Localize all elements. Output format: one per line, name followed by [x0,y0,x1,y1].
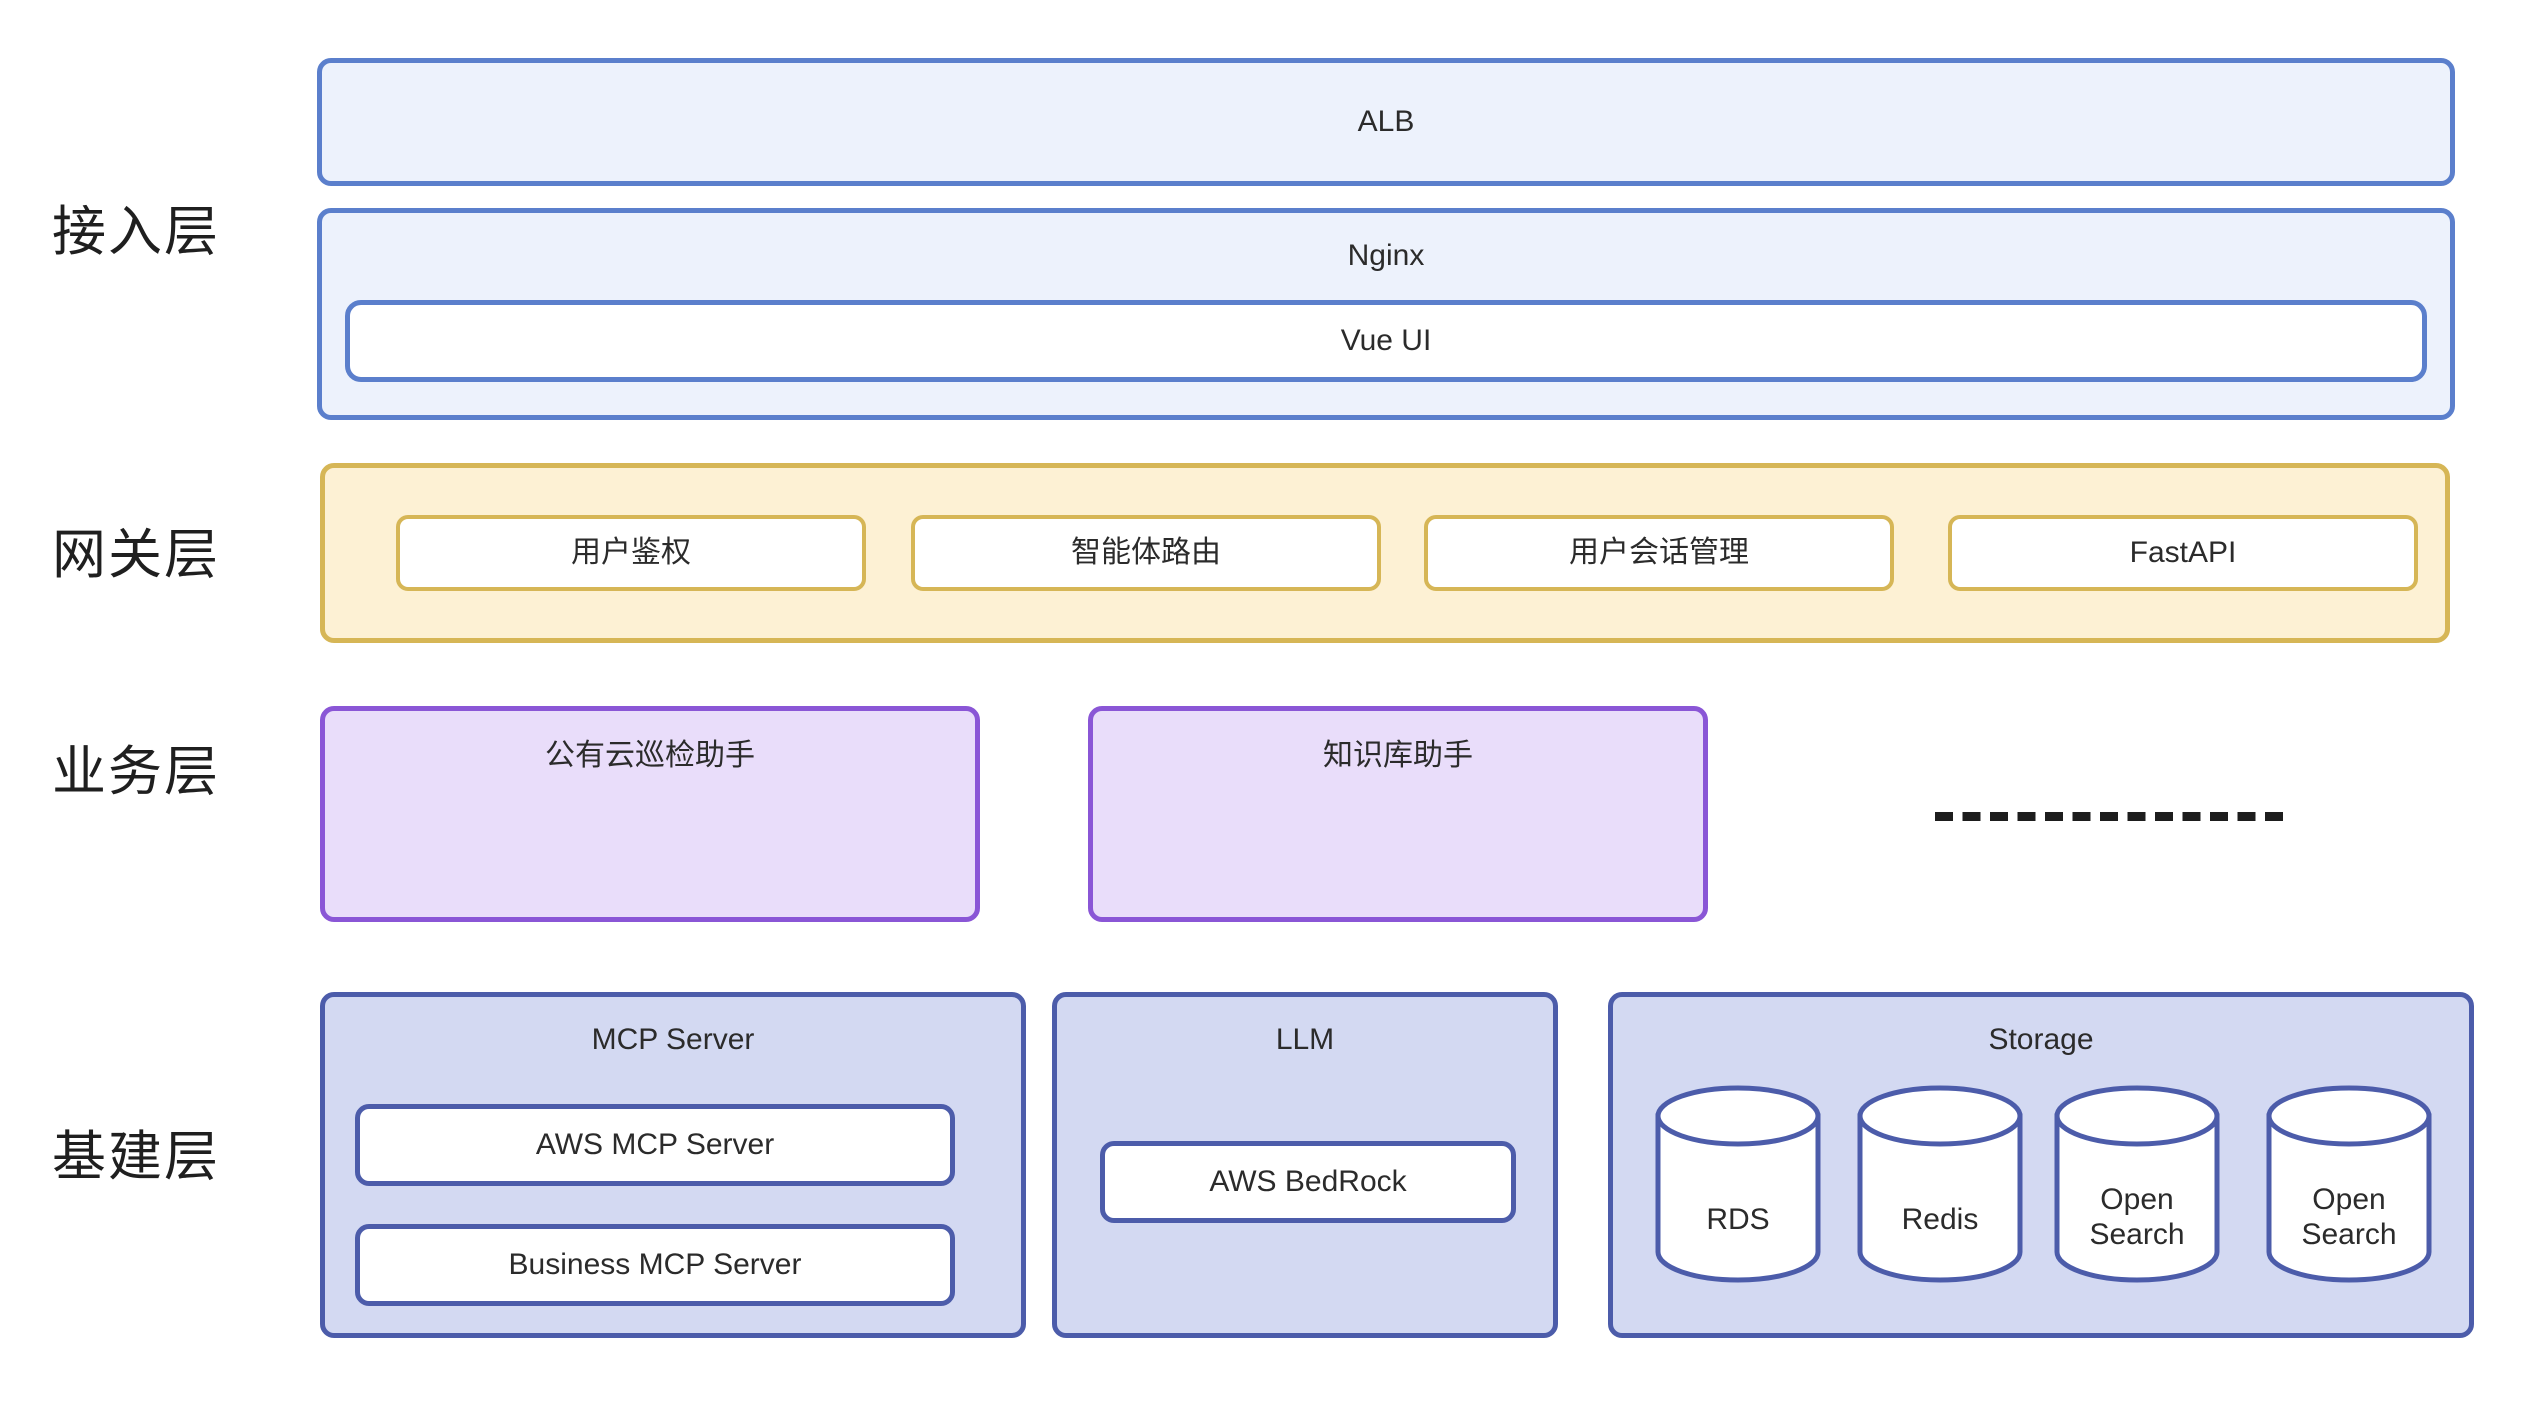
infra-item-label: AWS BedRock [1209,1164,1407,1198]
business-card-label: 知识库助手 [1323,739,1473,772]
infra-group-label: MCP Server [591,1023,755,1056]
gateway-item-label: 用户鉴权 [571,535,691,569]
database-label: Open Search [2089,1183,2185,1252]
gateway-item-user-session-management[interactable]: 用户会话管理 [1424,515,1894,591]
business-card-public-cloud-inspection-assistant[interactable]: 公有云巡检助手 [320,706,980,922]
gateway-item-fastapi[interactable]: FastAPI [1948,515,2418,591]
database-label: Open Search [2301,1183,2397,1252]
infra-item-business-mcp-server[interactable]: Business MCP Server [355,1224,955,1306]
database-cylinder-opensearch-1[interactable]: Open Search [2052,1084,2222,1284]
cylinder-icon [1655,1085,1821,1283]
vue-ui-box[interactable]: Vue UI [345,300,2427,382]
layer-label-gateway: 网关层 [52,525,220,585]
nginx-label: Nginx [1347,239,1425,272]
database-label: RDS [1706,1203,1770,1236]
database-cylinder-rds[interactable]: RDS [1653,1084,1823,1284]
cylinder-icon [2054,1085,2220,1283]
more-services-dashed-line [1935,812,2283,821]
infra-item-aws-bedrock[interactable]: AWS BedRock [1100,1141,1516,1223]
infra-group-label: Storage [1988,1023,2094,1056]
infra-item-label: Business MCP Server [508,1247,802,1281]
database-cylinder-opensearch-2[interactable]: Open Search [2264,1084,2434,1284]
business-card-knowledge-base-assistant[interactable]: 知识库助手 [1088,706,1708,922]
infra-group-label: LLM [1275,1023,1335,1056]
alb-label: ALB [1357,104,1415,138]
infra-item-aws-mcp-server[interactable]: AWS MCP Server [355,1104,955,1186]
database-label: Redis [1901,1203,1979,1236]
business-card-label: 公有云巡检助手 [545,739,755,772]
gateway-item-label: FastAPI [2129,535,2237,569]
vue-ui-label: Vue UI [1340,323,1432,357]
gateway-item-user-auth[interactable]: 用户鉴权 [396,515,866,591]
gateway-item-label: 用户会话管理 [1569,535,1749,569]
infra-item-label: AWS MCP Server [535,1127,775,1161]
database-cylinder-redis[interactable]: Redis [1855,1084,2025,1284]
cylinder-icon [2266,1085,2432,1283]
layer-label-infrastructure: 基建层 [52,1127,220,1187]
gateway-item-label: 智能体路由 [1071,535,1221,569]
alb-box[interactable]: ALB [317,58,2455,186]
gateway-item-agent-routing[interactable]: 智能体路由 [911,515,1381,591]
layer-label-access: 接入层 [52,202,220,262]
layer-label-business: 业务层 [52,742,220,802]
cylinder-icon [1857,1085,2023,1283]
